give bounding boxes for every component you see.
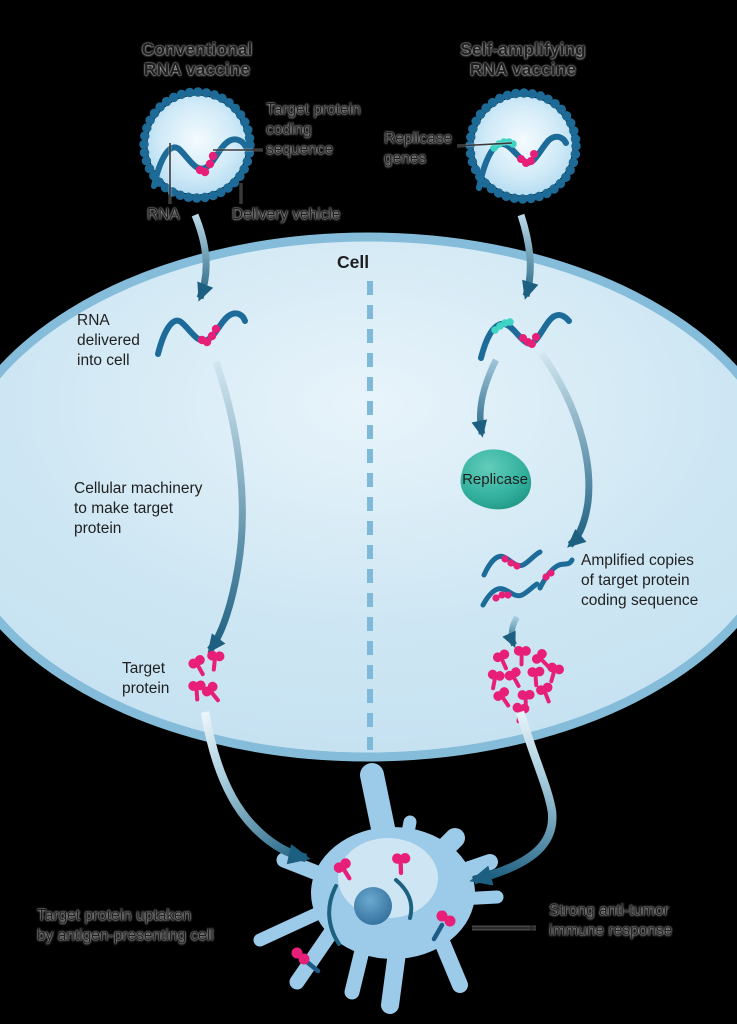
label-line: by antigen-presenting cell: [37, 927, 214, 944]
self-amplifying-entry-arrow: [517, 213, 539, 300]
antigen-presenting-cell: [253, 763, 504, 1014]
replicase-label: Replicase: [462, 471, 528, 488]
endoplasmic-reticulum-arcs: [327, 878, 414, 946]
title-line: RNA vaccine: [469, 59, 577, 79]
cell-label: Cell: [337, 252, 370, 272]
self-amplifying-vaccine-title: Self-amplifying RNA vaccine: [430, 39, 616, 79]
target-protein-coding-label: Target protein coding sequence: [266, 100, 361, 160]
conventional-entry-arrow: [191, 213, 214, 302]
target-coding-segment: [197, 324, 221, 347]
label-line: immune response: [549, 922, 673, 939]
pointer-replicase-genes: [456, 142, 513, 147]
target-coding-segment: [195, 151, 218, 177]
label-line: protein: [74, 520, 122, 537]
title-line: RNA vaccine: [143, 59, 251, 79]
title-line: Conventional: [141, 39, 253, 59]
rna-strand-left-in-cell: [155, 310, 248, 357]
target-protein-label: Target protein: [122, 659, 169, 699]
amplified-rna-copies: [480, 549, 575, 608]
label-line: into cell: [77, 352, 130, 369]
label-line: coding sequence: [581, 592, 699, 609]
target-coding-segment: [519, 333, 540, 348]
conventional-vesicle: [139, 87, 255, 203]
membrane-presented-protein-left: [291, 947, 321, 974]
rna-strand-right-in-cell: [478, 312, 572, 361]
replicase-blob: [460, 449, 532, 510]
label-line: delivered: [77, 332, 140, 349]
to-replicase-arrow: [471, 358, 499, 438]
uptaken-label: Target protein uptaken by antigen-presen…: [37, 906, 214, 946]
delivery-vehicle-label: Delivery vehicle: [232, 206, 341, 223]
label-line: Target protein: [266, 101, 361, 118]
replicase-gene-segment: [491, 318, 514, 334]
immune-response-label: Strong anti-tumor immune response: [549, 901, 672, 941]
amplified-copies-label: Amplified copies of target protein codin…: [581, 551, 698, 611]
label-line: sequence: [266, 141, 334, 158]
title-line: Self-amplifying: [460, 39, 586, 59]
label-line: genes: [384, 150, 427, 167]
label-line: Target protein uptaken: [37, 907, 192, 924]
label-line: to make target: [74, 500, 174, 517]
label-line: RNA: [77, 312, 110, 329]
translation-arrow: [502, 615, 520, 649]
label-line: of target protein: [581, 572, 690, 589]
label-line: protein: [122, 680, 170, 697]
replicase-genes-label: Replicase genes: [384, 129, 452, 169]
label-line: Cellular machinery: [74, 480, 203, 497]
pointer-lines: [168, 141, 513, 204]
nucleus: [354, 887, 392, 925]
cellular-machinery-arrow: [207, 360, 246, 654]
rna-delivered-label: RNA delivered into cell: [77, 311, 140, 371]
label-line: Amplified copies: [581, 552, 694, 569]
label-line: Strong anti-tumor: [549, 902, 669, 919]
target-coding-segments: [492, 555, 555, 602]
rna-label: RNA: [147, 206, 180, 223]
cellular-machinery-label: Cellular machinery to make target protei…: [74, 479, 202, 539]
label-line: Replicase: [384, 130, 453, 147]
target-coding-segment: [517, 150, 538, 167]
delivery-vehicle-membrane: [139, 87, 255, 203]
uptake-arrow-left: [200, 711, 311, 865]
label-line: Target: [122, 660, 166, 677]
uptake-arrow-right: [469, 710, 557, 886]
membrane-presented-protein-right: [431, 910, 456, 942]
label-line: coding: [266, 121, 312, 138]
amplification-arrow: [539, 351, 593, 548]
conventional-vaccine-title: Conventional RNA vaccine: [105, 39, 289, 79]
